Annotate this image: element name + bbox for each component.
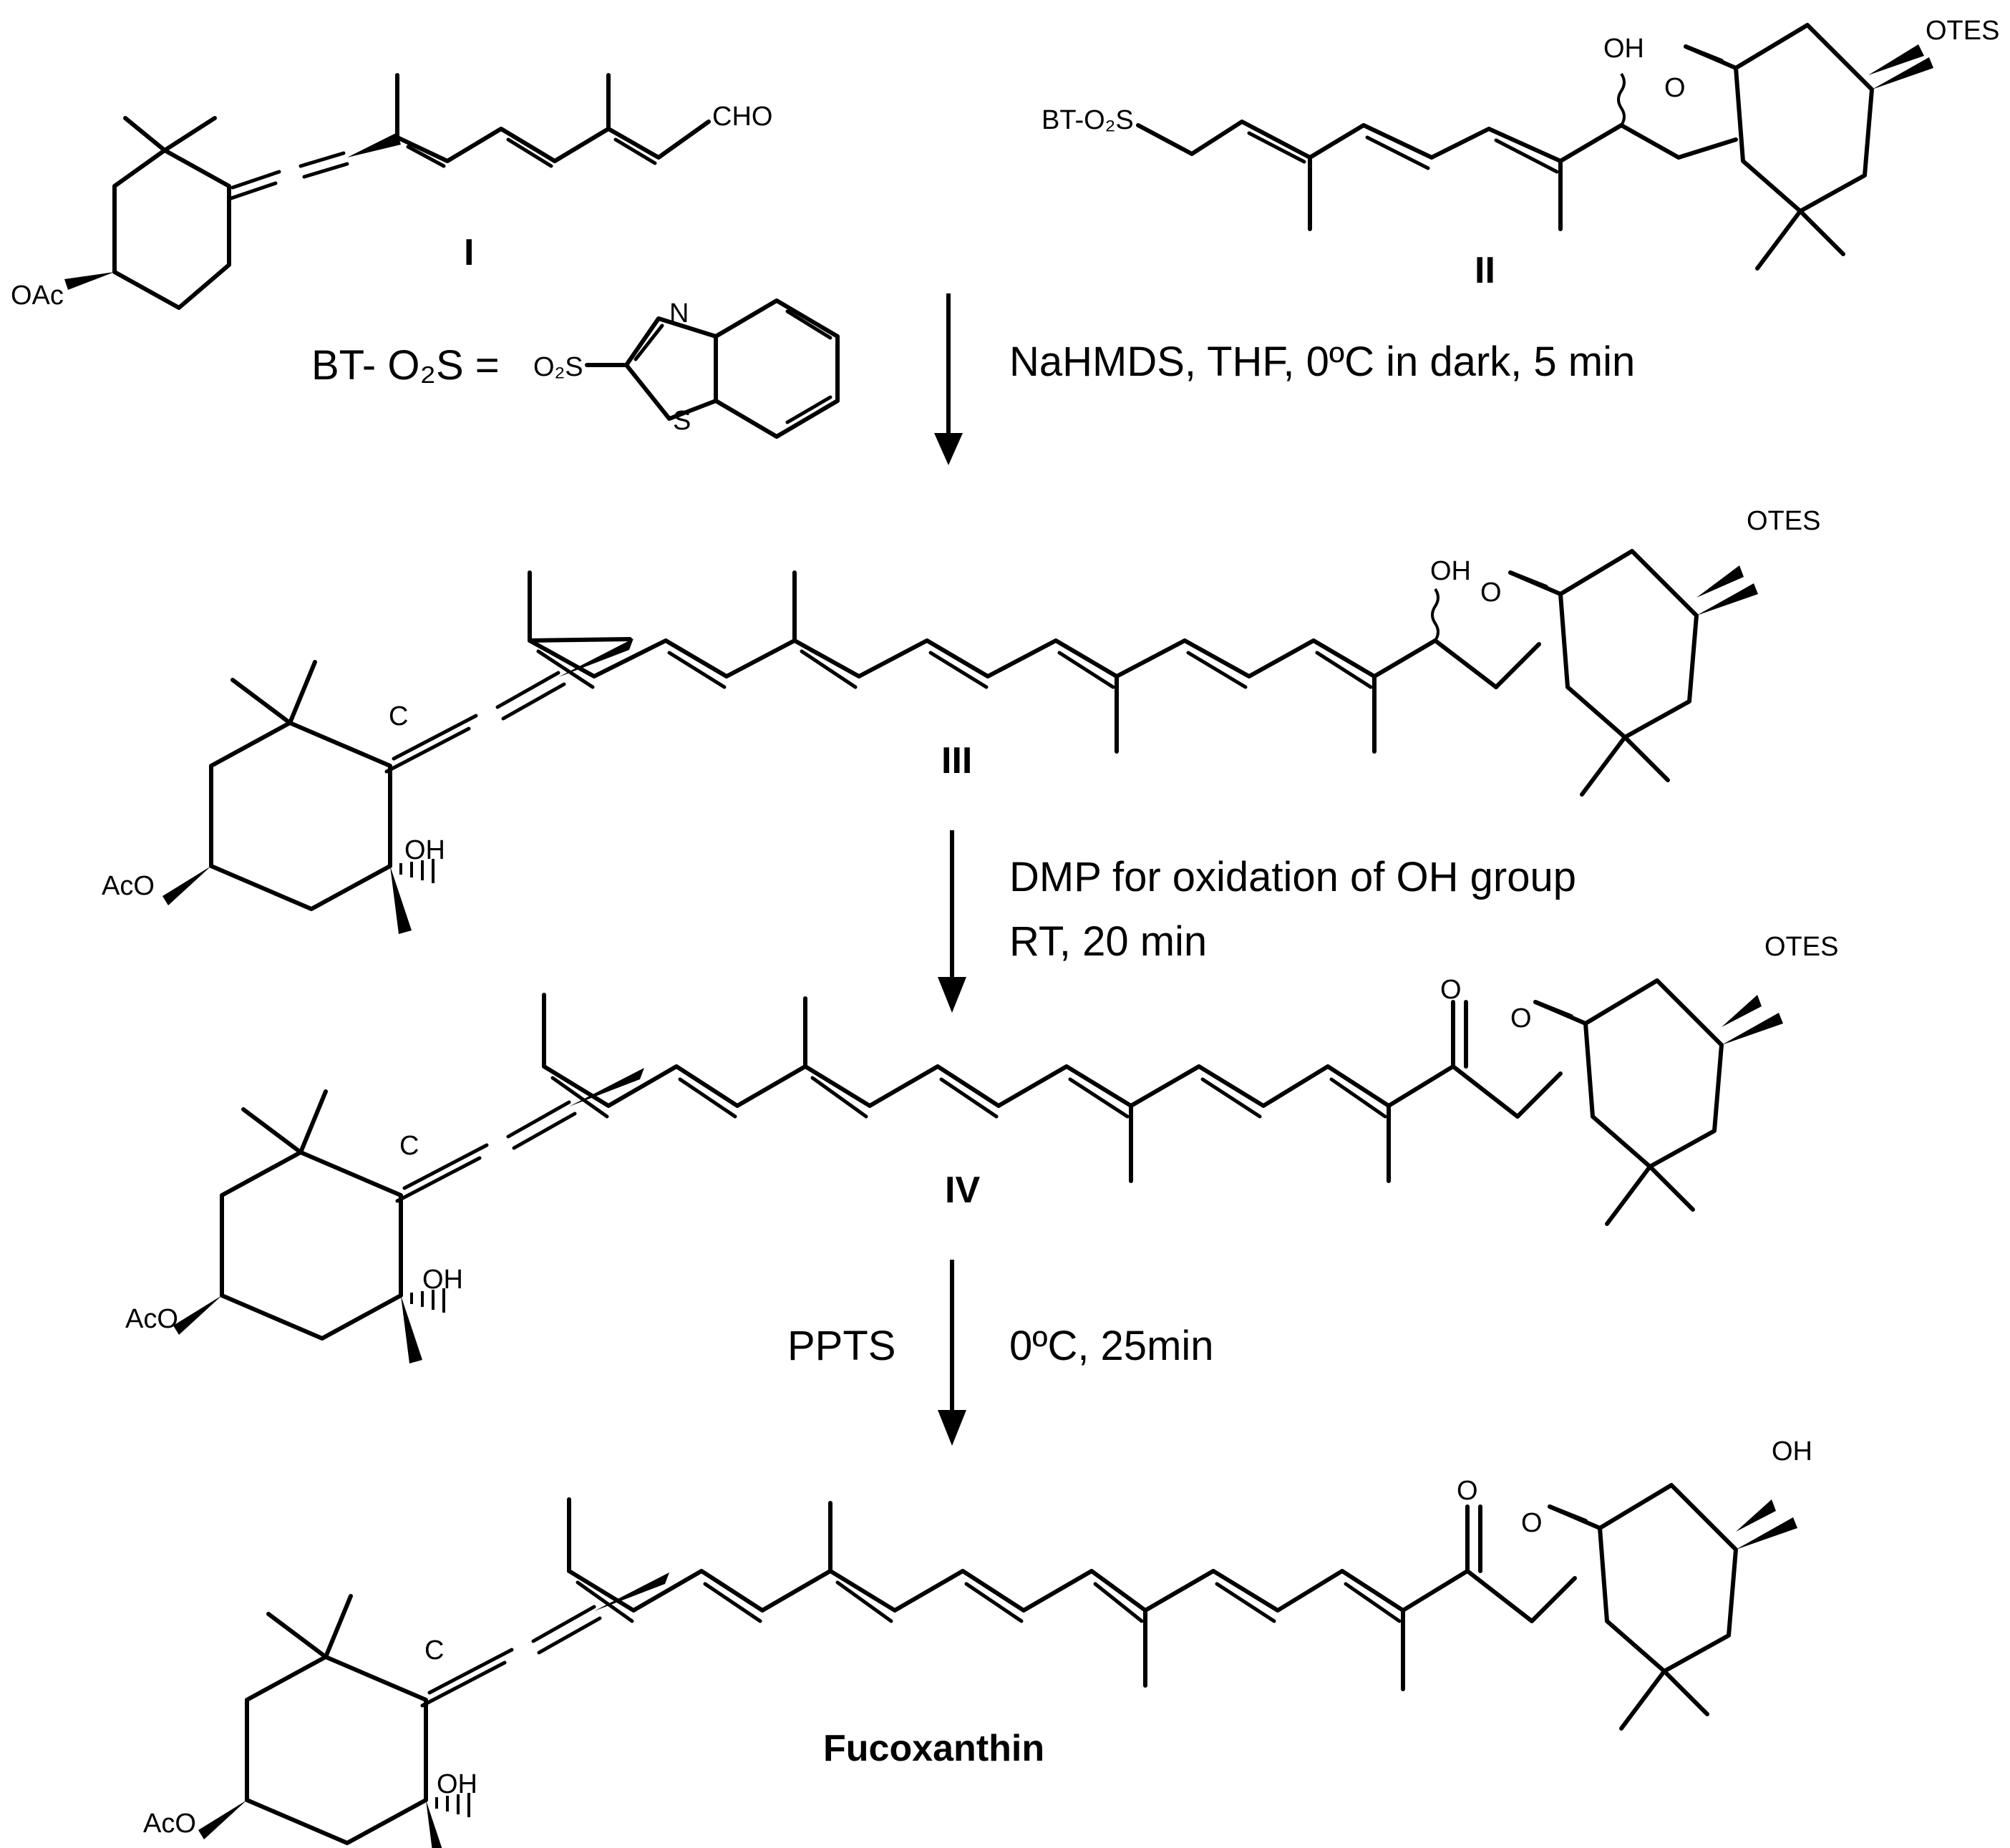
atom-otes-III: OTES	[1747, 506, 1820, 536]
step3-reagent: PPTS	[787, 1323, 896, 1369]
atom-epoxide-o-IV: O	[1510, 1003, 1532, 1034]
compound-IV-structure	[173, 981, 1783, 1363]
atom-aco-fucoxanthin: AcO	[143, 1809, 196, 1839]
atom-ketone-o-fucoxanthin: O	[1457, 1476, 1478, 1506]
label-compound-III: III	[941, 740, 972, 782]
atom-ketone-o-IV: O	[1440, 975, 1462, 1005]
compound-I-structure	[64, 73, 711, 310]
atom-oh-chain-III: OH	[1430, 556, 1471, 586]
label-compound-I: I	[464, 232, 474, 273]
atom-o2s: O₂S	[533, 352, 583, 382]
atom-otes: OTES	[1926, 16, 1999, 46]
step2-conditions-line2: RT, 20 min	[1009, 918, 1207, 965]
atom-aco-III: AcO	[102, 871, 155, 901]
step1-conditions: NaHMDS, THF, 0ºC in dark, 5 min	[1009, 339, 1635, 385]
compound-III-structure	[162, 551, 1758, 934]
atom-oh: OH	[1603, 34, 1644, 64]
label-fucoxanthin: Fucoxanthin	[823, 1728, 1044, 1769]
atom-bt-o2s: BT-O₂S	[1042, 105, 1134, 135]
step2-conditions-line1: DMP for oxidation of OH group	[1009, 854, 1576, 900]
fucoxanthin-structure	[198, 1485, 1797, 1848]
atom-cho: CHO	[712, 102, 772, 132]
step3-conditions: 0ºC, 25min	[1009, 1323, 1214, 1369]
atom-oh-end-fucoxanthin: OH	[1772, 1436, 1812, 1467]
atom-n: N	[669, 298, 689, 329]
atom-oh-ring-fucoxanthin: OH	[437, 1769, 477, 1799]
compound-II-structure	[1136, 25, 1933, 268]
atom-s: S	[673, 406, 691, 436]
atom-epoxide-o-III: O	[1480, 578, 1502, 608]
atom-allene-c-fucoxanthin: C	[424, 1635, 444, 1665]
atom-allene-c-IV: C	[399, 1131, 419, 1161]
label-compound-II: II	[1475, 250, 1495, 291]
benzothiazole-structure	[585, 298, 840, 439]
atom-oac: OAc	[11, 281, 64, 311]
atom-oh-ring-III: OH	[404, 835, 445, 865]
atom-oh-ring-IV: OH	[422, 1265, 463, 1295]
atom-otes-IV: OTES	[1764, 932, 1838, 962]
bt-definition-label: BT- O₂S =	[311, 342, 500, 389]
atom-allene-c-III: C	[389, 701, 408, 731]
atom-aco-IV: AcO	[125, 1304, 178, 1334]
atom-epoxide-o: O	[1664, 73, 1686, 103]
atom-epoxide-o-fucoxanthin: O	[1521, 1508, 1543, 1538]
label-compound-IV: IV	[945, 1169, 980, 1211]
